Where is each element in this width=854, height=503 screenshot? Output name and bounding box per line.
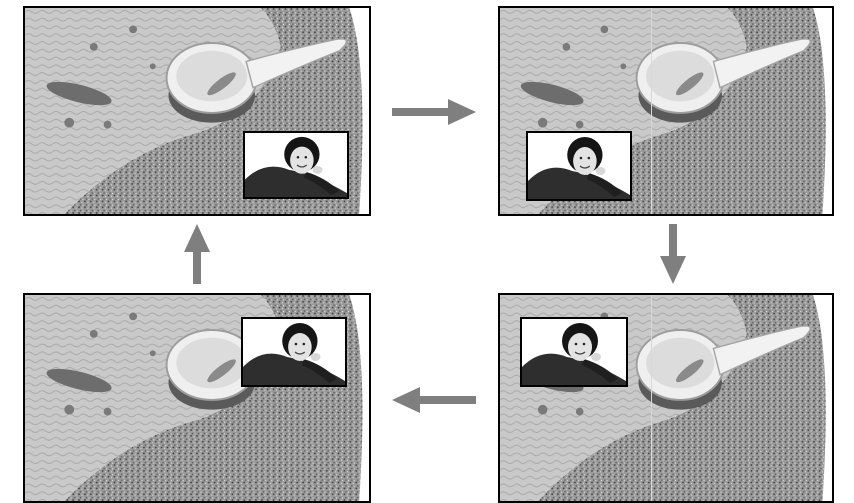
panel-top-right bbox=[498, 6, 834, 216]
panel-bottom-right bbox=[498, 293, 834, 503]
portrait-image bbox=[522, 319, 626, 385]
panel-bottom-left bbox=[23, 293, 371, 503]
split-divider bbox=[651, 8, 652, 214]
portrait-image bbox=[243, 319, 345, 385]
pip-window bbox=[241, 317, 347, 387]
arrow-right-icon bbox=[392, 99, 476, 125]
panel-top-left bbox=[23, 6, 371, 216]
pip-window bbox=[243, 131, 349, 199]
pip-window bbox=[526, 131, 632, 201]
arrow-left-icon bbox=[392, 387, 476, 413]
split-divider bbox=[651, 295, 652, 501]
pip-window bbox=[520, 317, 628, 387]
arrow-down-icon bbox=[660, 224, 686, 284]
arrow-up-icon bbox=[184, 224, 210, 284]
portrait-image bbox=[528, 133, 630, 199]
portrait-image bbox=[245, 133, 347, 197]
